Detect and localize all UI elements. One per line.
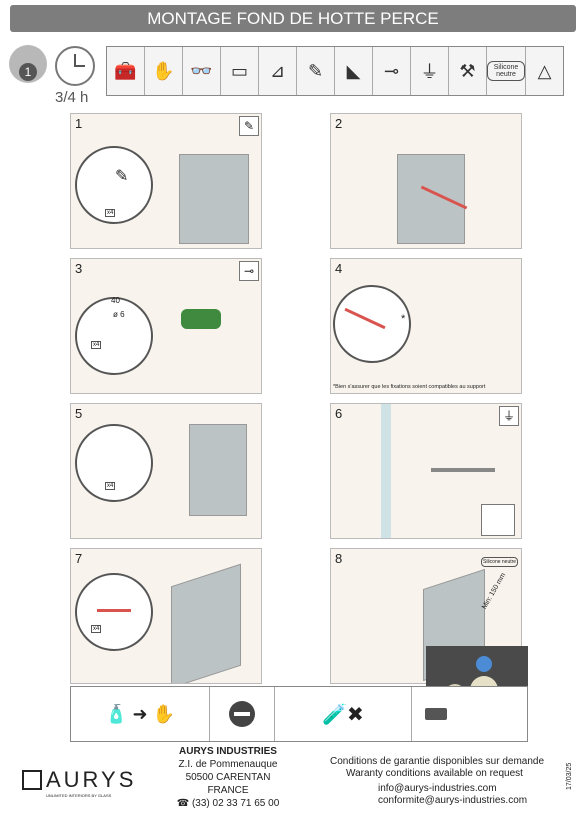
care-instructions-bar: 🧴 ➜ ✋ 🧪✖ xyxy=(70,686,528,742)
detail-circle xyxy=(75,573,153,651)
glass-panel xyxy=(397,154,465,244)
company-name: AURYS INDUSTRIES xyxy=(179,746,277,757)
step-7-panel: 7 x4 xyxy=(70,548,262,684)
contact-emails: info@aurys-industries.com conformite@aur… xyxy=(378,783,527,807)
sponge-icon xyxy=(412,687,460,741)
silicone-label: Silicone neutre xyxy=(487,61,525,81)
detail-circle xyxy=(333,285,411,363)
step-number: 8 xyxy=(335,551,343,566)
glove-icon: ✋ xyxy=(145,47,183,95)
fixing-note: *Bien s'assurer que les fixations soient… xyxy=(333,384,486,390)
glass-section xyxy=(381,404,391,538)
email-info: info@aurys-industries.com xyxy=(378,783,497,794)
drill-depth-label: 40 xyxy=(111,296,120,305)
duration: 3/4 h xyxy=(55,89,89,106)
conditions-en: Waranty conditions available on request xyxy=(346,768,523,779)
tools-bar: 🧰 ✋ 👓 ▭ ⊿ ✎ ◣ ⊸ ⏚ ⚒ Silicone neutre △ xyxy=(106,46,564,96)
quantity-label: x4 xyxy=(105,209,116,217)
drill-icon xyxy=(181,309,221,329)
step-number: 4 xyxy=(335,261,343,276)
step-5-panel: 5 x4 xyxy=(70,403,262,539)
step-3-panel: 3 ⊸ 40 ø 6 x4 xyxy=(70,258,262,394)
document-date: 17/03/25 xyxy=(566,762,573,790)
persons-count: 1 xyxy=(19,63,37,81)
safety-glasses-icon: 👓 xyxy=(183,47,221,95)
triangle-pad-icon: △ xyxy=(537,60,552,81)
phone-icon: ☎ xyxy=(176,798,192,809)
arrow-icon xyxy=(97,609,131,612)
note-star: * xyxy=(401,313,406,325)
cutter-icon: ◣ xyxy=(335,47,373,95)
screw-icon xyxy=(431,468,495,472)
step-number: 5 xyxy=(75,406,83,421)
drill-bit-icon: ⊸ xyxy=(239,261,259,281)
drill-bit-icon: ⊸ xyxy=(373,47,411,95)
step-number: 1 xyxy=(75,116,83,131)
phone-number: (33) 02 33 71 65 00 xyxy=(191,798,280,809)
quantity-label: x4 xyxy=(91,341,102,349)
step-number: 6 xyxy=(335,406,343,421)
caulk-gun-icon: ⚒ xyxy=(449,47,487,95)
detail-circle xyxy=(75,424,153,502)
toolbox-icon: 🧰 xyxy=(107,47,145,95)
square-ruler-icon: ⊿ xyxy=(259,47,297,95)
quantity-label: x4 xyxy=(105,482,116,490)
address-country: FRANCE xyxy=(207,785,249,796)
silicone-label: Silicone neutre xyxy=(481,557,519,567)
glass-panel xyxy=(171,563,241,683)
address-line-1: Z.I. de Pommenauque xyxy=(178,759,278,770)
step-number: 3 xyxy=(75,261,83,276)
drill-diameter-label: ø 6 xyxy=(113,310,125,319)
email-conformite: conformite@aurys-industries.com xyxy=(378,795,528,806)
glass-panel xyxy=(179,154,249,244)
pencil-icon: ✎ xyxy=(239,116,259,136)
step-4-panel: 4 * *Bien s'assurer que les fixations so… xyxy=(330,258,522,394)
brand-tagline: UNLIMITED INTERIORS BY GLASS xyxy=(46,793,112,798)
step-6-panel: 6 ⏚ xyxy=(330,403,522,539)
pencil-icon: ✎ xyxy=(297,47,335,95)
quantity-label: x4 xyxy=(91,625,102,633)
brand-name: AURYS xyxy=(46,767,137,792)
clock-icon xyxy=(55,46,95,86)
company-address: AURYS INDUSTRIES Z.I. de Pommenauque 505… xyxy=(158,745,298,810)
address-line-2: 50500 CARENTAN xyxy=(185,772,271,783)
page-title: MONTAGE FOND DE HOTTE PERCE xyxy=(10,5,576,32)
logo-mark-icon xyxy=(22,770,42,790)
detail-circle xyxy=(75,146,153,224)
no-chemicals-icon: 🧪✖ xyxy=(275,687,412,741)
step-2-panel: 2 xyxy=(330,113,522,249)
level-icon: ▭ xyxy=(221,47,259,95)
glass-panel xyxy=(189,424,247,516)
phone: ☎ (33) 02 33 71 65 00 xyxy=(158,797,298,810)
step-1-panel: 1 ✎ ✎ x4 xyxy=(70,113,262,249)
screwdriver-icon: ⏚ xyxy=(411,47,449,95)
silicone-icon: Silicone neutre xyxy=(487,47,526,95)
conditions-fr: Conditions de garantie disponibles sur d… xyxy=(330,756,545,767)
warranty-conditions: Conditions de garantie disponibles sur d… xyxy=(330,756,570,780)
pencil-icon: ✎ xyxy=(115,168,129,185)
no-entry-icon xyxy=(210,687,275,741)
step-number: 7 xyxy=(75,551,83,566)
warning-icon xyxy=(481,504,515,536)
step-number: 2 xyxy=(335,116,343,131)
screwdriver-icon: ⏚ xyxy=(499,406,519,426)
brand-logo: AURYS UNLIMITED INTERIORS BY GLASS xyxy=(22,767,150,798)
detail-circle xyxy=(75,297,153,375)
cleaning-icon: 🧴 ➜ ✋ xyxy=(71,687,210,741)
